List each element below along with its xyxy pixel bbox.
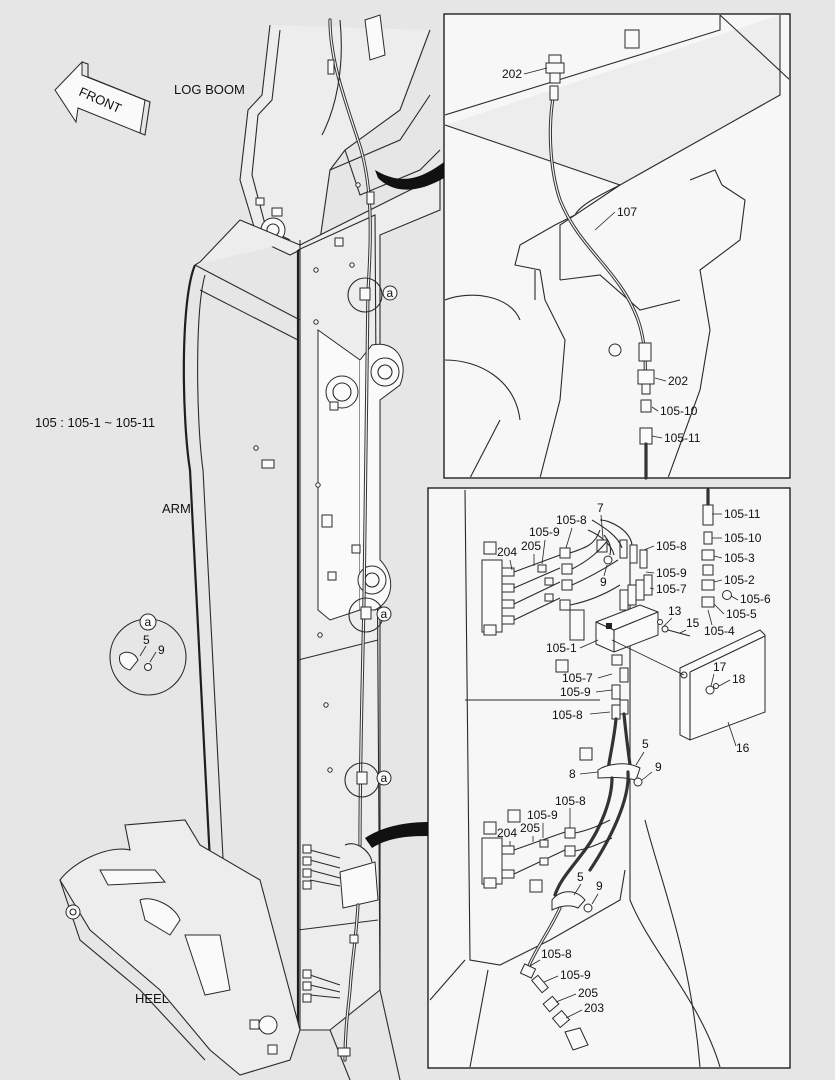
label-105-9-e: 105-9 [560, 968, 591, 982]
callout-a-middle: a [381, 607, 388, 621]
label-105-11: 105-11 [724, 507, 761, 521]
top-right-detail-panel: 202 107 202 105-10 105-11 [443, 13, 791, 480]
label-105-6: 105-6 [740, 592, 771, 606]
label-202-top: 202 [502, 67, 522, 81]
label-13: 13 [668, 604, 682, 618]
label-105-10: 105-10 [724, 531, 762, 545]
label-7: 7 [597, 501, 604, 515]
detail-a: a 5 9 [109, 613, 187, 696]
arm-hose [321, 18, 375, 847]
label-204-d: 204 [497, 826, 517, 840]
front-arrow-icon: FRONT [54, 60, 151, 136]
arm-manifold [302, 843, 379, 1062]
label-105-8-a: 105-8 [556, 513, 587, 527]
bottom-right-detail-panel: 105-11 105-10 105-3 105-2 105-6 105-5 10… [427, 487, 791, 1069]
detail-a-letter: a [145, 615, 152, 629]
label-105-3: 105-3 [724, 551, 755, 565]
left-arm-view: FRONT LOG BOOM 105 : 105-1 ~ 105-11 ARM … [35, 14, 444, 1080]
clamp-callout-upper: a [347, 277, 398, 313]
detail-a-part-5: 5 [143, 633, 150, 647]
callout-a-upper: a [387, 286, 394, 300]
label-15: 15 [686, 616, 700, 630]
log-boom-label: LOG BOOM [174, 82, 245, 97]
bottom-panel-labels: 105-11 105-10 105-3 105-2 105-6 105-5 10… [497, 501, 771, 1019]
label-105-8-d: 105-8 [555, 794, 586, 808]
label-5-a: 5 [642, 737, 649, 751]
label-105-9-b: 105-9 [656, 566, 687, 580]
bracket-16 [611, 629, 766, 741]
label-17: 17 [713, 660, 727, 674]
label-107: 107 [617, 205, 637, 219]
label-105-9-d: 105-9 [527, 808, 558, 822]
label-105-11-top: 105-11 [664, 431, 701, 445]
label-105-8-c: 105-8 [552, 708, 583, 722]
label-9-b: 9 [655, 760, 662, 774]
connector-block-lower [481, 809, 613, 893]
detail-a-part-9: 9 [158, 643, 165, 657]
label-105-10-top: 105-10 [660, 404, 698, 418]
label-105-4: 105-4 [704, 624, 735, 638]
label-105-5: 105-5 [726, 607, 757, 621]
label-9-c: 9 [596, 879, 603, 893]
heel-label: HEEL [135, 991, 169, 1006]
arm-body [182, 174, 441, 1031]
label-5-b: 5 [577, 870, 584, 884]
label-16: 16 [736, 741, 750, 755]
arm-label: ARM [162, 501, 191, 516]
clamp-callout-middle: a [348, 597, 392, 633]
heel-body [59, 819, 401, 1080]
manifold-105-1 [595, 539, 659, 653]
label-205-d: 205 [520, 821, 540, 835]
label-8: 8 [569, 767, 576, 781]
label-205-a: 205 [521, 539, 541, 553]
label-105-7-c: 105-7 [562, 671, 593, 685]
label-204-a: 204 [497, 545, 517, 559]
legend-note: 105 : 105-1 ~ 105-11 [35, 415, 155, 430]
connector-block-upper [481, 529, 621, 673]
label-105-2: 105-2 [724, 573, 755, 587]
label-105-1: 105-1 [546, 641, 577, 655]
label-105-7-b: 105-7 [656, 582, 687, 596]
leader-band-bottom [365, 822, 428, 848]
clamp-callout-lower: a [344, 762, 392, 798]
leader-band-top [375, 162, 444, 190]
lower-branch-hoses [553, 654, 643, 897]
fitting-202-top [545, 54, 565, 101]
label-105-9-a: 105-9 [529, 525, 560, 539]
label-205-e: 205 [578, 986, 598, 1000]
label-9-a: 9 [600, 575, 607, 589]
fitting-202-bottom [637, 342, 655, 480]
label-203: 203 [584, 1001, 604, 1015]
label-105-8-e: 105-8 [541, 947, 572, 961]
callout-a-lower: a [381, 771, 388, 785]
label-202-bottom: 202 [668, 374, 688, 388]
label-105-9-c: 105-9 [560, 685, 591, 699]
label-18: 18 [732, 672, 746, 686]
label-105-8-b: 105-8 [656, 539, 687, 553]
